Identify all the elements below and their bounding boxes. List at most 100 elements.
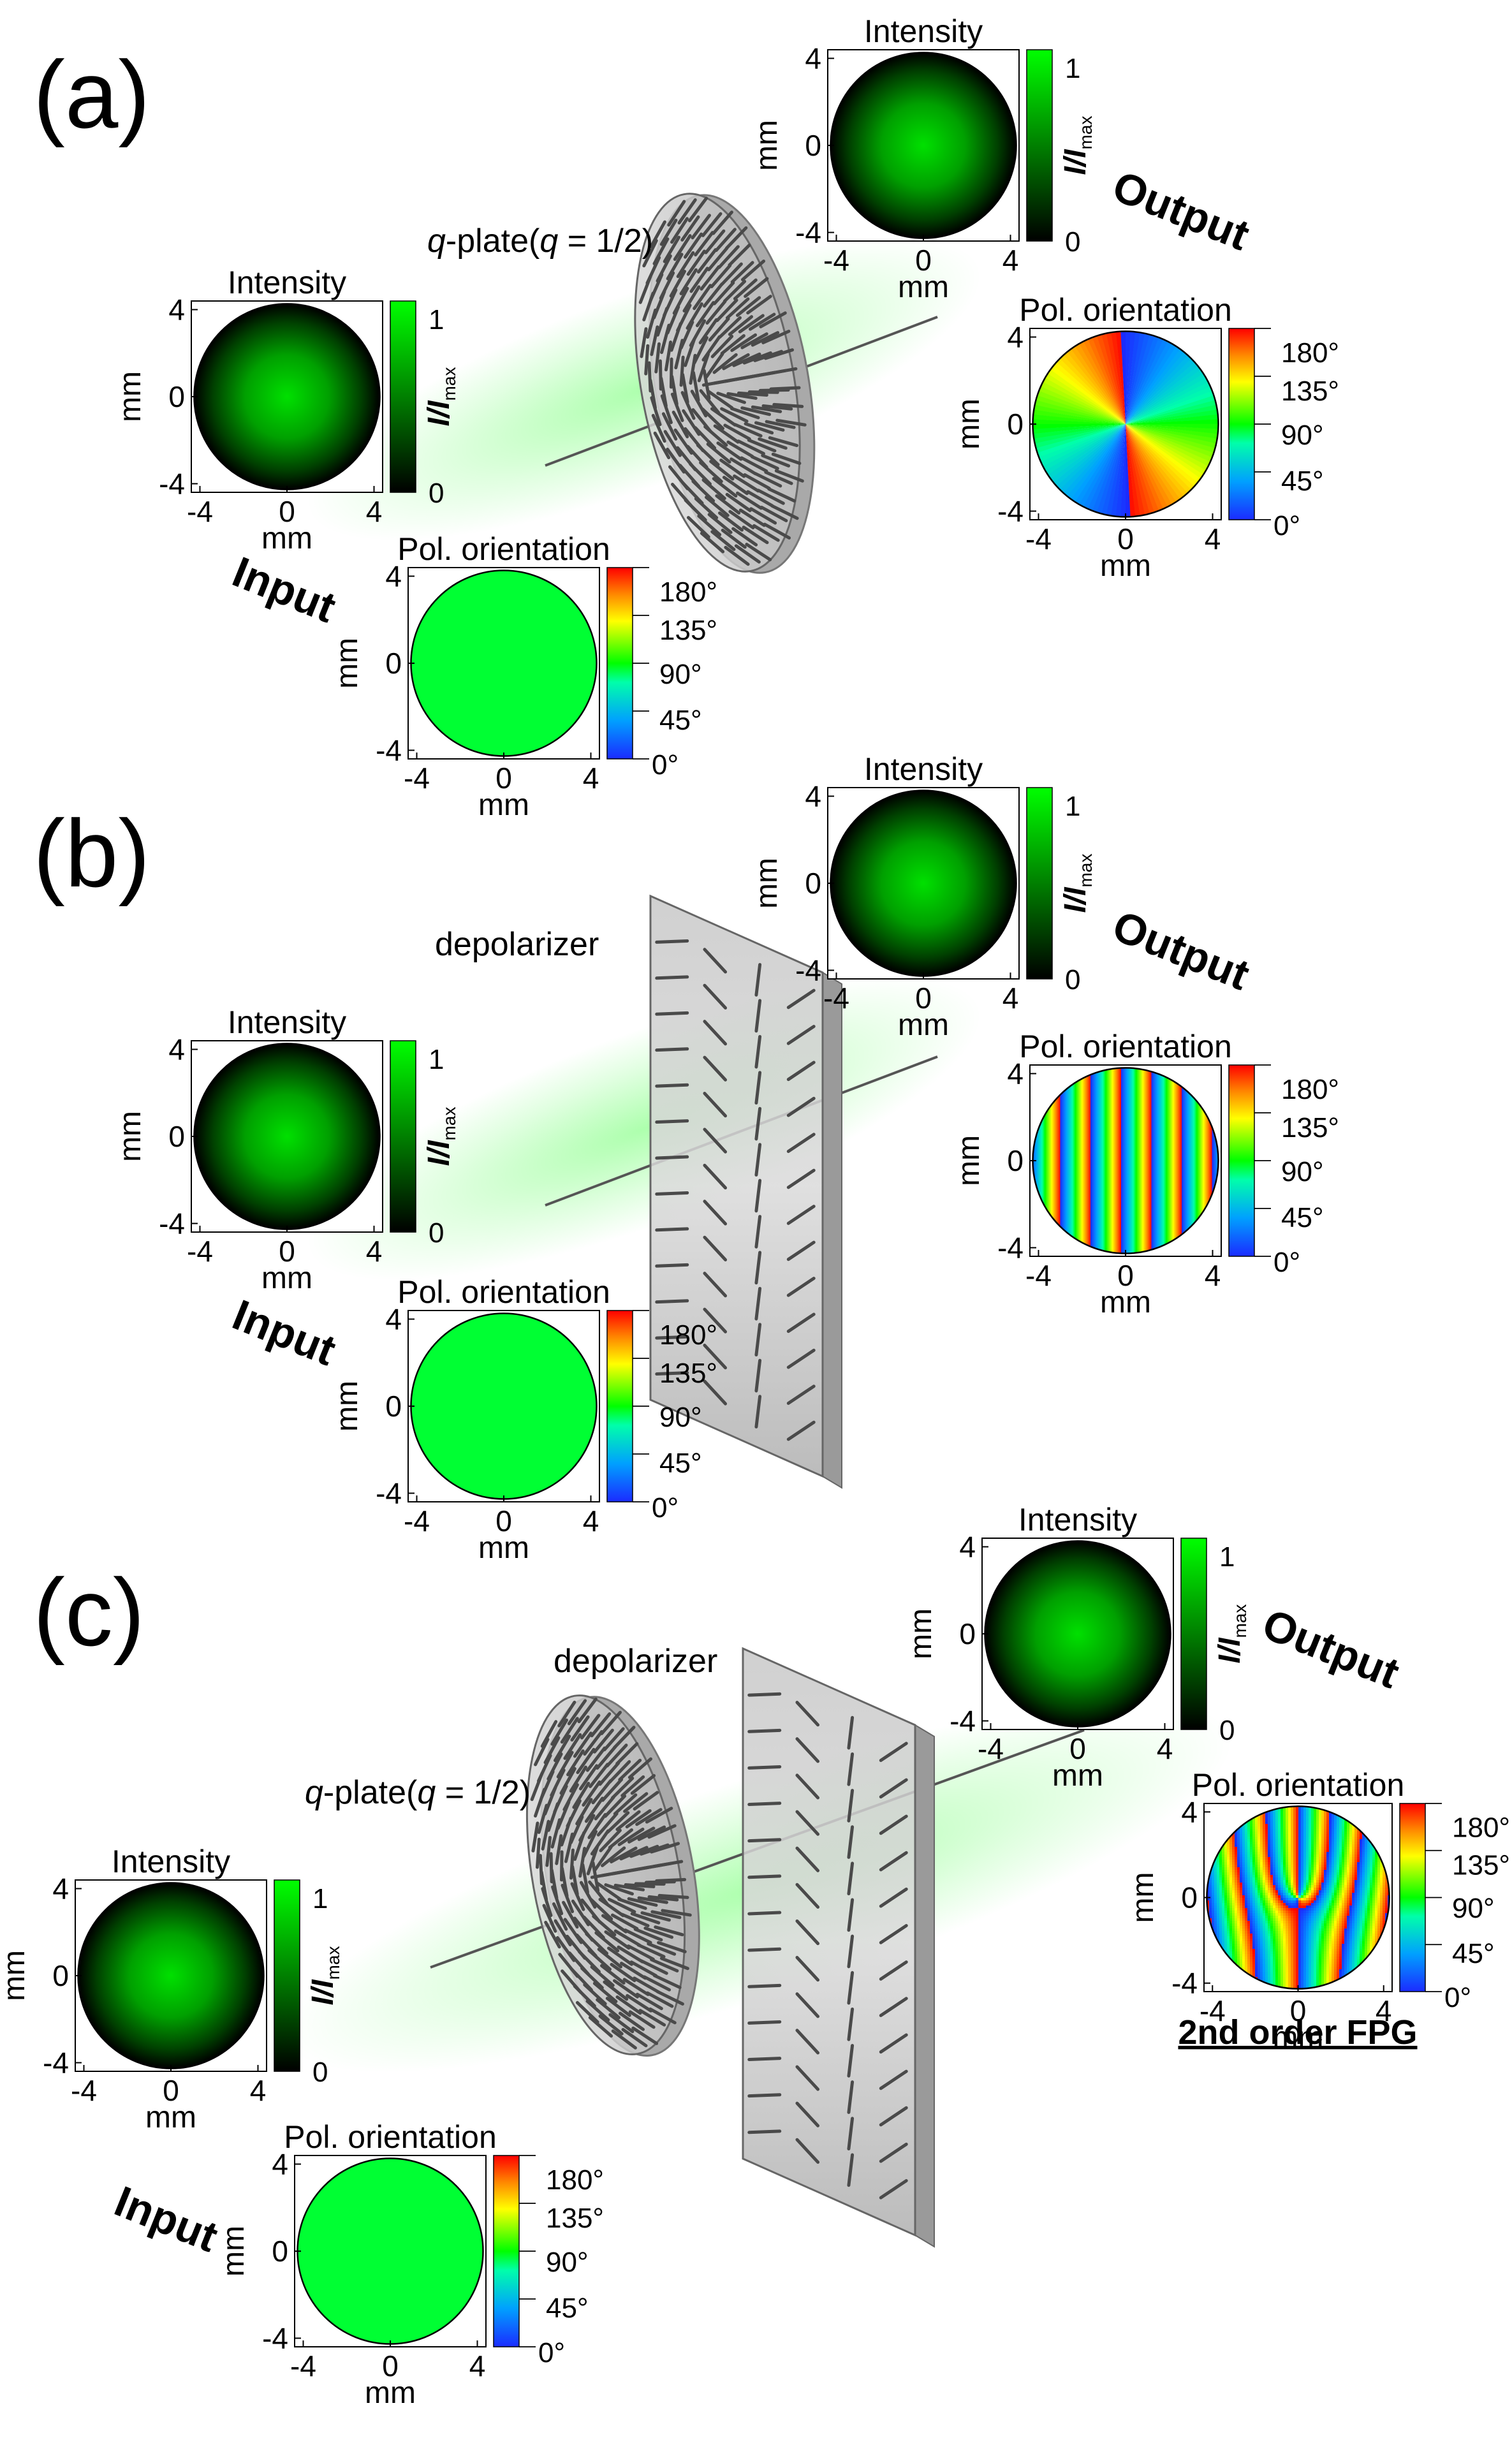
q-plate-molecule: [709, 460, 735, 481]
fork-cell: [1237, 1931, 1240, 1934]
a-output-intensity-cbar-label: I/Imax: [1059, 116, 1096, 175]
fork-cell: [1319, 1936, 1322, 1939]
q-plate-molecule: [667, 200, 686, 227]
q-plate-molecule: [663, 235, 681, 263]
fork-cell: [1354, 1951, 1358, 1955]
fork-cell: [1309, 1854, 1312, 1858]
q-plate-molecule: [733, 474, 760, 493]
fork-cell: [1235, 1918, 1238, 1921]
fork-cell: [1342, 1847, 1345, 1850]
cbar-label-i: I: [1059, 165, 1092, 175]
fork-cell: [1283, 1979, 1286, 1983]
fork-cell: [1288, 1926, 1291, 1929]
fork-cell: [1291, 1854, 1294, 1858]
fork-cell: [1212, 1890, 1215, 1893]
fork-cell: [1347, 1834, 1350, 1837]
q-plate-molecule: [770, 504, 799, 520]
depolarizer-molecule: [847, 1971, 855, 2005]
fork-cell: [1316, 1888, 1319, 1891]
fork-cell: [1309, 1893, 1312, 1896]
fork-cell: [1224, 1865, 1228, 1868]
fork-cell: [1240, 1913, 1243, 1916]
fork-cell: [1273, 1842, 1276, 1845]
fork-cell: [1224, 1911, 1228, 1914]
fork-cell: [1209, 1906, 1212, 1909]
fork-cell: [1301, 1906, 1304, 1909]
q-plate-molecule: [635, 1992, 663, 2011]
fork-cell: [1245, 1941, 1248, 1944]
fork-cell: [1296, 1870, 1299, 1873]
fork-cell: [1309, 1875, 1312, 1878]
fork-cell: [1260, 1849, 1263, 1853]
fork-cell: [1245, 1934, 1248, 1937]
fork-cell: [1227, 1875, 1230, 1878]
fork-cell: [1344, 1936, 1347, 1939]
q-plate-molecule: [610, 1913, 639, 1930]
fork-cell: [1337, 1888, 1340, 1891]
fork-cell: [1255, 1926, 1258, 1929]
fork-cell: [1334, 1895, 1337, 1898]
fork-cell: [1240, 1839, 1243, 1842]
fork-cell: [1258, 1862, 1261, 1865]
fork-cell: [1367, 1852, 1370, 1855]
fork-cell: [1224, 1921, 1228, 1924]
fork-cell: [1252, 1821, 1256, 1825]
fork-cell: [1321, 1916, 1325, 1919]
fork-cell: [1316, 1918, 1319, 1921]
fork-cell: [1342, 1895, 1345, 1898]
fork-cell: [1240, 1860, 1243, 1863]
fork-cell: [1250, 1883, 1253, 1886]
fork-cell: [1240, 1888, 1243, 1891]
fork-cell: [1255, 1890, 1258, 1893]
fork-cell: [1245, 1880, 1248, 1883]
fork-cell: [1235, 1893, 1238, 1896]
fork-cell: [1252, 1870, 1256, 1873]
fork-cell: [1252, 1926, 1256, 1929]
fork-cell: [1329, 1934, 1332, 1937]
depolarizer-molecule: [879, 1742, 908, 1762]
fork-cell: [1209, 1875, 1212, 1878]
fork-cell: [1326, 1872, 1330, 1876]
fork-cell: [1250, 1826, 1253, 1830]
fork-cell: [1281, 1814, 1284, 1817]
fork-cell: [1319, 1821, 1322, 1825]
fork-cell: [1270, 1811, 1273, 1814]
fork-cell: [1316, 1908, 1319, 1911]
fork-cell: [1324, 1967, 1327, 1970]
fork-cell: [1365, 1934, 1368, 1937]
fork-cell: [1291, 1951, 1294, 1955]
fork-cell: [1303, 1811, 1307, 1814]
fork-cell: [1252, 1839, 1256, 1842]
fork-cell: [1306, 1824, 1309, 1827]
fork-cell: [1365, 1941, 1368, 1944]
fork-cell: [1301, 1921, 1304, 1924]
depolarizer-molecule: [795, 1810, 820, 1836]
fork-cell: [1278, 1849, 1281, 1853]
fork-cell: [1342, 1918, 1345, 1921]
fork-cell: [1283, 1872, 1286, 1876]
fork-cell: [1275, 1811, 1279, 1814]
fork-cell: [1278, 1819, 1281, 1822]
fork-cell: [1240, 1964, 1243, 1967]
fork-cell: [1240, 1883, 1243, 1886]
fork-cell: [1360, 1934, 1363, 1937]
fork-cell: [1303, 1962, 1307, 1965]
fork-cell: [1278, 1949, 1281, 1952]
fork-cell: [1258, 1877, 1261, 1881]
fork-cell: [1235, 1837, 1238, 1840]
q-plate-molecule: [694, 497, 719, 520]
fork-cell: [1252, 1939, 1256, 1942]
fork-cell: [1217, 1926, 1220, 1929]
fork-cell: [1270, 1962, 1273, 1965]
fork-cell: [1281, 1903, 1284, 1906]
fork-cell: [1209, 1893, 1212, 1896]
depolarizer-molecule: [747, 1983, 782, 1988]
fork-cell: [1354, 1862, 1358, 1865]
fork-cell: [1306, 1944, 1309, 1947]
fork-cell: [1311, 1969, 1314, 1972]
fork-cell: [1316, 1906, 1319, 1909]
fork-cell: [1344, 1957, 1347, 1960]
b-input-intensity-cbar-max: 1: [429, 1044, 444, 1075]
fork-cell: [1273, 1921, 1276, 1924]
fork-cell: [1245, 1854, 1248, 1858]
